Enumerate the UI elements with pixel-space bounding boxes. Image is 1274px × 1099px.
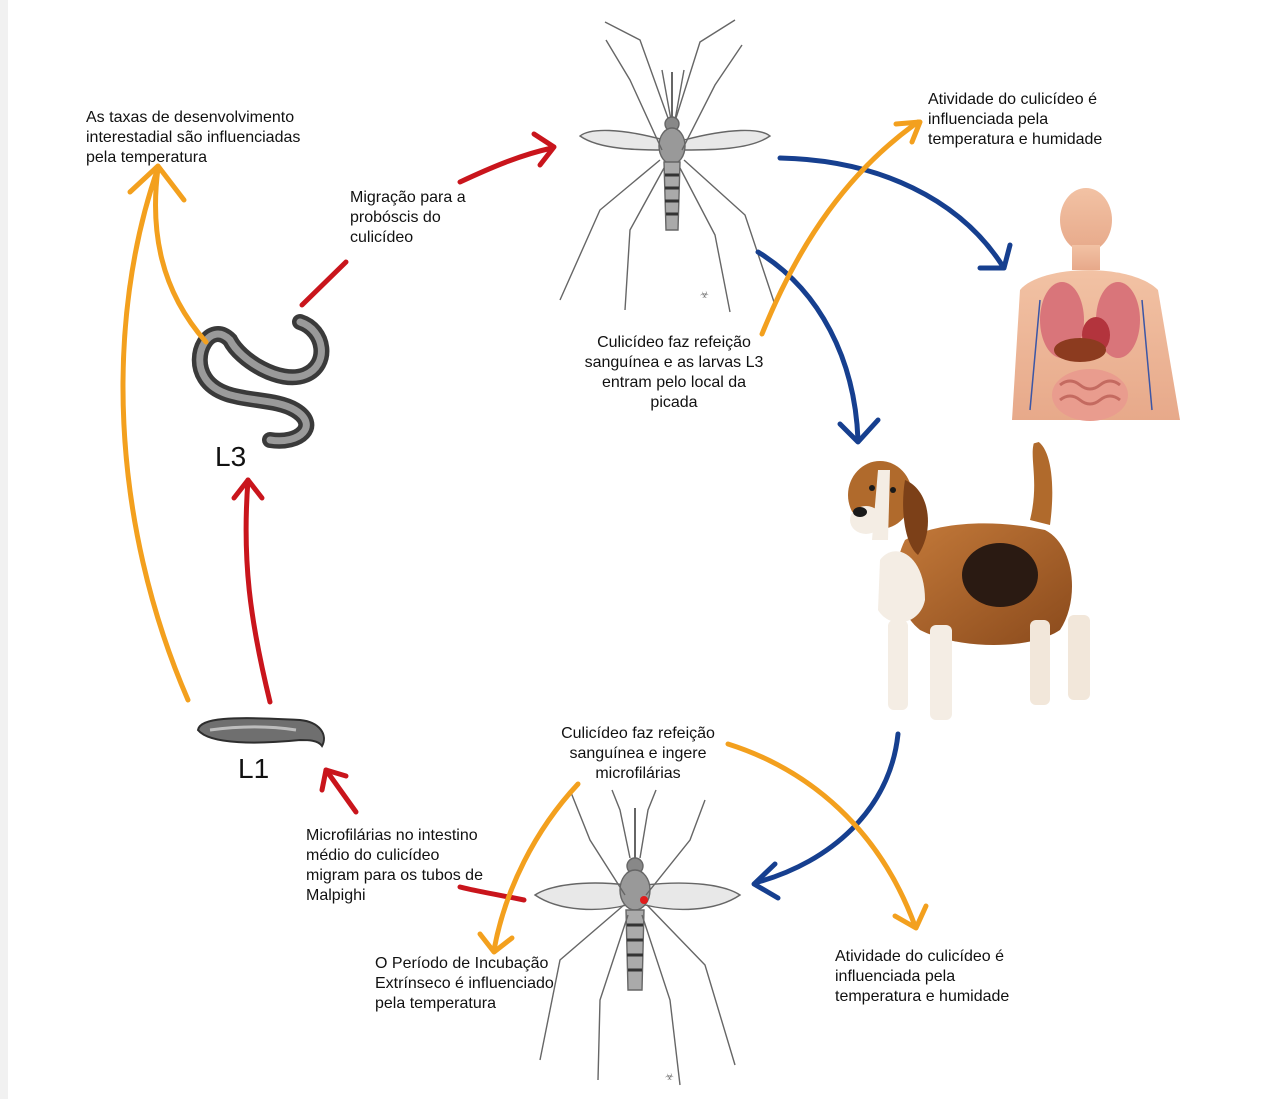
mosquito-bottom-image: ☣: [535, 790, 740, 1085]
blood-meal-l3-line-1: Culicídeo faz refeição: [566, 333, 782, 353]
arrow-l3-to-proboscis: [302, 262, 346, 305]
svg-text:☣: ☣: [700, 290, 709, 301]
activity-top-line-3: temperatura e humidade: [928, 130, 1102, 150]
midgut-marker: [640, 896, 648, 904]
stage-label-l3: L3: [215, 442, 246, 472]
incubation-line-3: pela temperatura: [375, 994, 554, 1014]
blood-meal-ingest-line-2: sanguínea e ingere: [538, 744, 738, 764]
activity-top-line-2: influenciada pela: [928, 110, 1102, 130]
blood-meal-ingest-note: Culicídeo faz refeição sanguínea e inger…: [538, 724, 738, 784]
arrow-l1-to-l3: [246, 480, 270, 702]
arrow-l1-to-development-note: [123, 168, 188, 700]
dog-host-image: [848, 436, 1090, 720]
incubation-line-2: Extrínseco é influenciado: [375, 974, 554, 994]
l3-larva-image: [200, 322, 322, 441]
svg-text:☣: ☣: [665, 1072, 674, 1083]
blood-meal-l3-line-3: entram pelo local da: [566, 373, 782, 393]
blood-meal-ingest-line-1: Culicídeo faz refeição: [538, 724, 738, 744]
activity-note-bottom: Atividade do culicídeo é influenciada pe…: [835, 947, 1009, 1007]
orange-arrows: [123, 122, 926, 952]
arrow-ingest-to-incubation: [494, 784, 578, 950]
microfilariae-line-4: Malpighi: [306, 886, 483, 906]
migration-line-1: Migração para a: [350, 188, 466, 208]
mosquito-top-image: ☣: [560, 20, 775, 312]
microfilariae-line-1: Microfilárias no intestino: [306, 826, 483, 846]
migration-line-2: probóscis do: [350, 208, 466, 228]
development-rate-note: As taxas de desenvolvimento interestadia…: [86, 108, 300, 168]
microfilariae-line-3: migram para os tubos de: [306, 866, 483, 886]
incubation-line-1: O Período de Incubação: [375, 954, 554, 974]
development-rate-line-3: pela temperatura: [86, 148, 300, 168]
microfilariae-note: Microfilárias no intestino médio do culi…: [306, 826, 483, 906]
blood-meal-l3-line-2: sanguínea e as larvas L3: [566, 353, 782, 373]
arrow-mosquito-to-human: [780, 158, 1002, 265]
arrow-dog-to-mosquito: [758, 734, 898, 882]
activity-bottom-line-3: temperatura e humidade: [835, 987, 1009, 1007]
development-rate-line-2: interestadial são influenciadas: [86, 128, 300, 148]
blood-meal-l3-note: Culicídeo faz refeição sanguínea e as la…: [566, 333, 782, 413]
arrow-bite-to-activity-top: [762, 122, 918, 334]
activity-bottom-line-1: Atividade do culicídeo é: [835, 947, 1009, 967]
microfilariae-line-2: médio do culicídeo: [306, 846, 483, 866]
development-rate-line-1: As taxas de desenvolvimento: [86, 108, 300, 128]
incubation-note: O Período de Incubação Extrínseco é infl…: [375, 954, 554, 1014]
blood-meal-l3-line-4: picada: [566, 393, 782, 413]
activity-note-top: Atividade do culicídeo é influenciada pe…: [928, 90, 1102, 150]
migration-proboscis-note: Migração para a probóscis do culicídeo: [350, 188, 466, 248]
l1-larva-image: [198, 718, 324, 746]
migration-line-3: culicídeo: [350, 228, 466, 248]
activity-top-line-1: Atividade do culicídeo é: [928, 90, 1102, 110]
activity-bottom-line-2: influenciada pela: [835, 967, 1009, 987]
blood-meal-ingest-line-3: microfilárias: [538, 764, 738, 784]
human-host-image: [1012, 188, 1180, 421]
stage-label-l1: L1: [238, 754, 269, 784]
red-arrows: [234, 134, 554, 900]
